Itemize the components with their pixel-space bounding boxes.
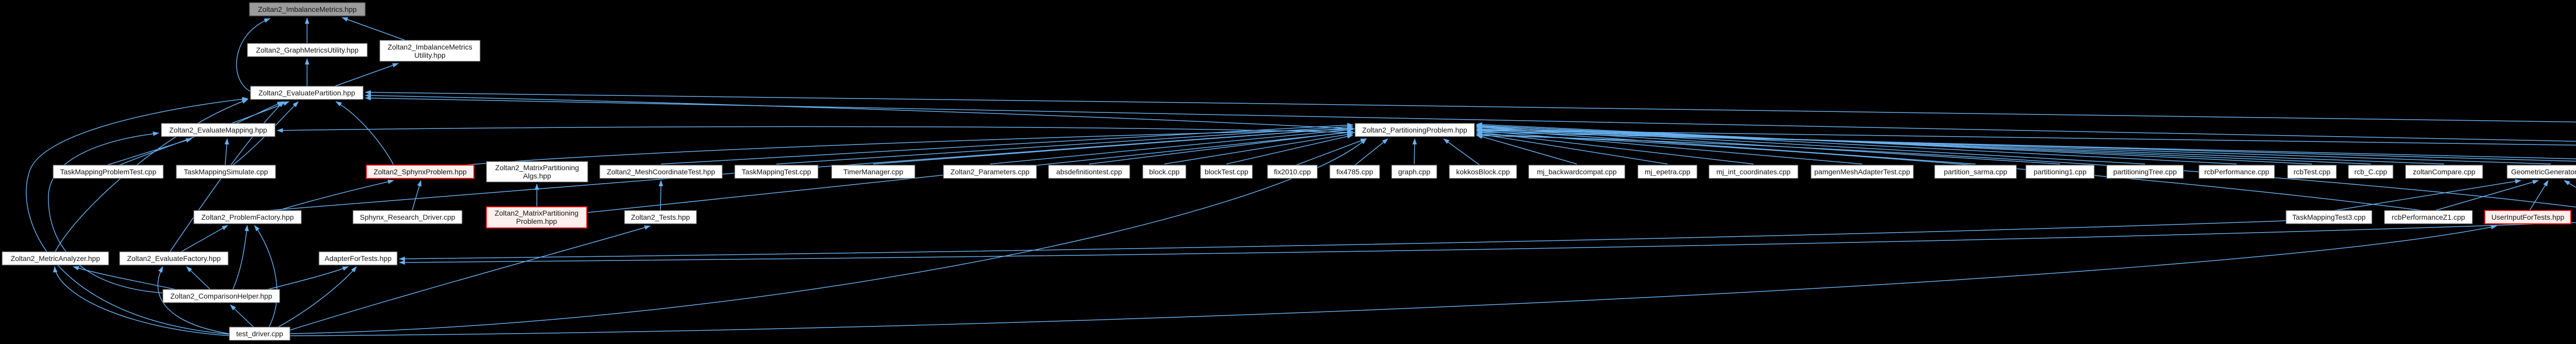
svg-text:Zoltan2_MeshCoordinateTest.hpp: Zoltan2_MeshCoordinateTest.hpp [607, 168, 715, 176]
svg-text:partitioningTree.cpp: partitioningTree.cpp [2113, 168, 2177, 176]
svg-text:partition_sarma.cpp: partition_sarma.cpp [1944, 168, 2007, 176]
svg-text:Zoltan2_ImbalanceMetrics.hpp: Zoltan2_ImbalanceMetrics.hpp [258, 5, 357, 13]
svg-text:Zoltan2_ComparisonHelper.hpp: Zoltan2_ComparisonHelper.hpp [171, 292, 273, 300]
svg-text:Algs.hpp: Algs.hpp [523, 172, 551, 180]
svg-text:GeometricGenerator.hpp: GeometricGenerator.hpp [2511, 168, 2576, 176]
svg-text:rcbPerformanceZ1.cpp: rcbPerformanceZ1.cpp [2392, 213, 2465, 221]
svg-text:mj_epetra.cpp: mj_epetra.cpp [1645, 168, 1690, 176]
svg-text:TaskMappingProblemTest.cpp: TaskMappingProblemTest.cpp [60, 168, 157, 176]
svg-text:Zoltan2_GraphMetricsUtility.hp: Zoltan2_GraphMetricsUtility.hpp [256, 46, 359, 54]
svg-text:Zoltan2_EvaluatePartition.hpp: Zoltan2_EvaluatePartition.hpp [259, 89, 355, 97]
svg-text:partitioning1.cpp: partitioning1.cpp [2033, 168, 2087, 176]
svg-text:rcb_C.cpp: rcb_C.cpp [2354, 168, 2387, 176]
svg-text:Zoltan2_EvaluateMapping.hpp: Zoltan2_EvaluateMapping.hpp [170, 126, 267, 134]
svg-text:fix2010.cpp: fix2010.cpp [1274, 168, 1311, 176]
svg-text:zoltanCompare.cpp: zoltanCompare.cpp [2413, 168, 2476, 176]
svg-text:TaskMappingSimulate.cpp: TaskMappingSimulate.cpp [184, 168, 268, 176]
svg-text:absdefinitiontest.cpp: absdefinitiontest.cpp [1056, 168, 1122, 176]
svg-text:Zoltan2_ProblemFactory.hpp: Zoltan2_ProblemFactory.hpp [201, 213, 294, 221]
svg-text:kokkosBlock.cpp: kokkosBlock.cpp [1456, 168, 1510, 176]
svg-text:pamgenMeshAdapterTest.cpp: pamgenMeshAdapterTest.cpp [1815, 168, 1910, 176]
svg-text:Zoltan2_PartitioningProblem.hp: Zoltan2_PartitioningProblem.hpp [1362, 126, 1467, 134]
svg-text:rcbTest.cpp: rcbTest.cpp [2294, 168, 2331, 176]
svg-text:UserInputForTests.hpp: UserInputForTests.hpp [2492, 213, 2565, 221]
svg-text:Zoltan2_ImbalanceMetrics: Zoltan2_ImbalanceMetrics [387, 43, 472, 51]
svg-text:graph.cpp: graph.cpp [1398, 168, 1430, 176]
svg-text:block.cpp: block.cpp [1149, 168, 1179, 176]
svg-text:rcbPerformance.cpp: rcbPerformance.cpp [2204, 168, 2269, 176]
svg-text:Problem.hpp: Problem.hpp [516, 217, 557, 225]
svg-text:Zoltan2_EvaluateFactory.hpp: Zoltan2_EvaluateFactory.hpp [127, 254, 221, 263]
svg-text:Zoltan2_MatrixPartitioning: Zoltan2_MatrixPartitioning [495, 163, 579, 172]
svg-text:mj_backwardcompat.cpp: mj_backwardcompat.cpp [1537, 168, 1617, 176]
svg-text:Zoltan2_MetricAnalyzer.hpp: Zoltan2_MetricAnalyzer.hpp [11, 254, 100, 263]
svg-text:mj_int_coordinates.cpp: mj_int_coordinates.cpp [1717, 168, 1791, 176]
svg-text:AdapterForTests.hpp: AdapterForTests.hpp [325, 254, 392, 263]
svg-text:test_driver.cpp: test_driver.cpp [236, 330, 283, 338]
svg-text:Utility.hpp: Utility.hpp [414, 51, 446, 59]
svg-text:TaskMappingTest3.cpp: TaskMappingTest3.cpp [2292, 213, 2366, 221]
svg-text:blockTest.cpp: blockTest.cpp [1205, 168, 1248, 176]
svg-text:Zoltan2_MatrixPartitioning: Zoltan2_MatrixPartitioning [495, 209, 579, 217]
svg-text:Zoltan2_SphynxProblem.hpp: Zoltan2_SphynxProblem.hpp [374, 168, 467, 176]
svg-text:TimerManager.cpp: TimerManager.cpp [843, 168, 903, 176]
svg-text:Zoltan2_Tests.hpp: Zoltan2_Tests.hpp [631, 213, 690, 221]
svg-text:fix4785.cpp: fix4785.cpp [1336, 168, 1374, 176]
svg-text:TaskMappingTest.cpp: TaskMappingTest.cpp [742, 168, 811, 176]
svg-text:Sphynx_Research_Driver.cpp: Sphynx_Research_Driver.cpp [360, 213, 455, 221]
svg-text:Zoltan2_Parameters.cpp: Zoltan2_Parameters.cpp [951, 168, 1030, 176]
